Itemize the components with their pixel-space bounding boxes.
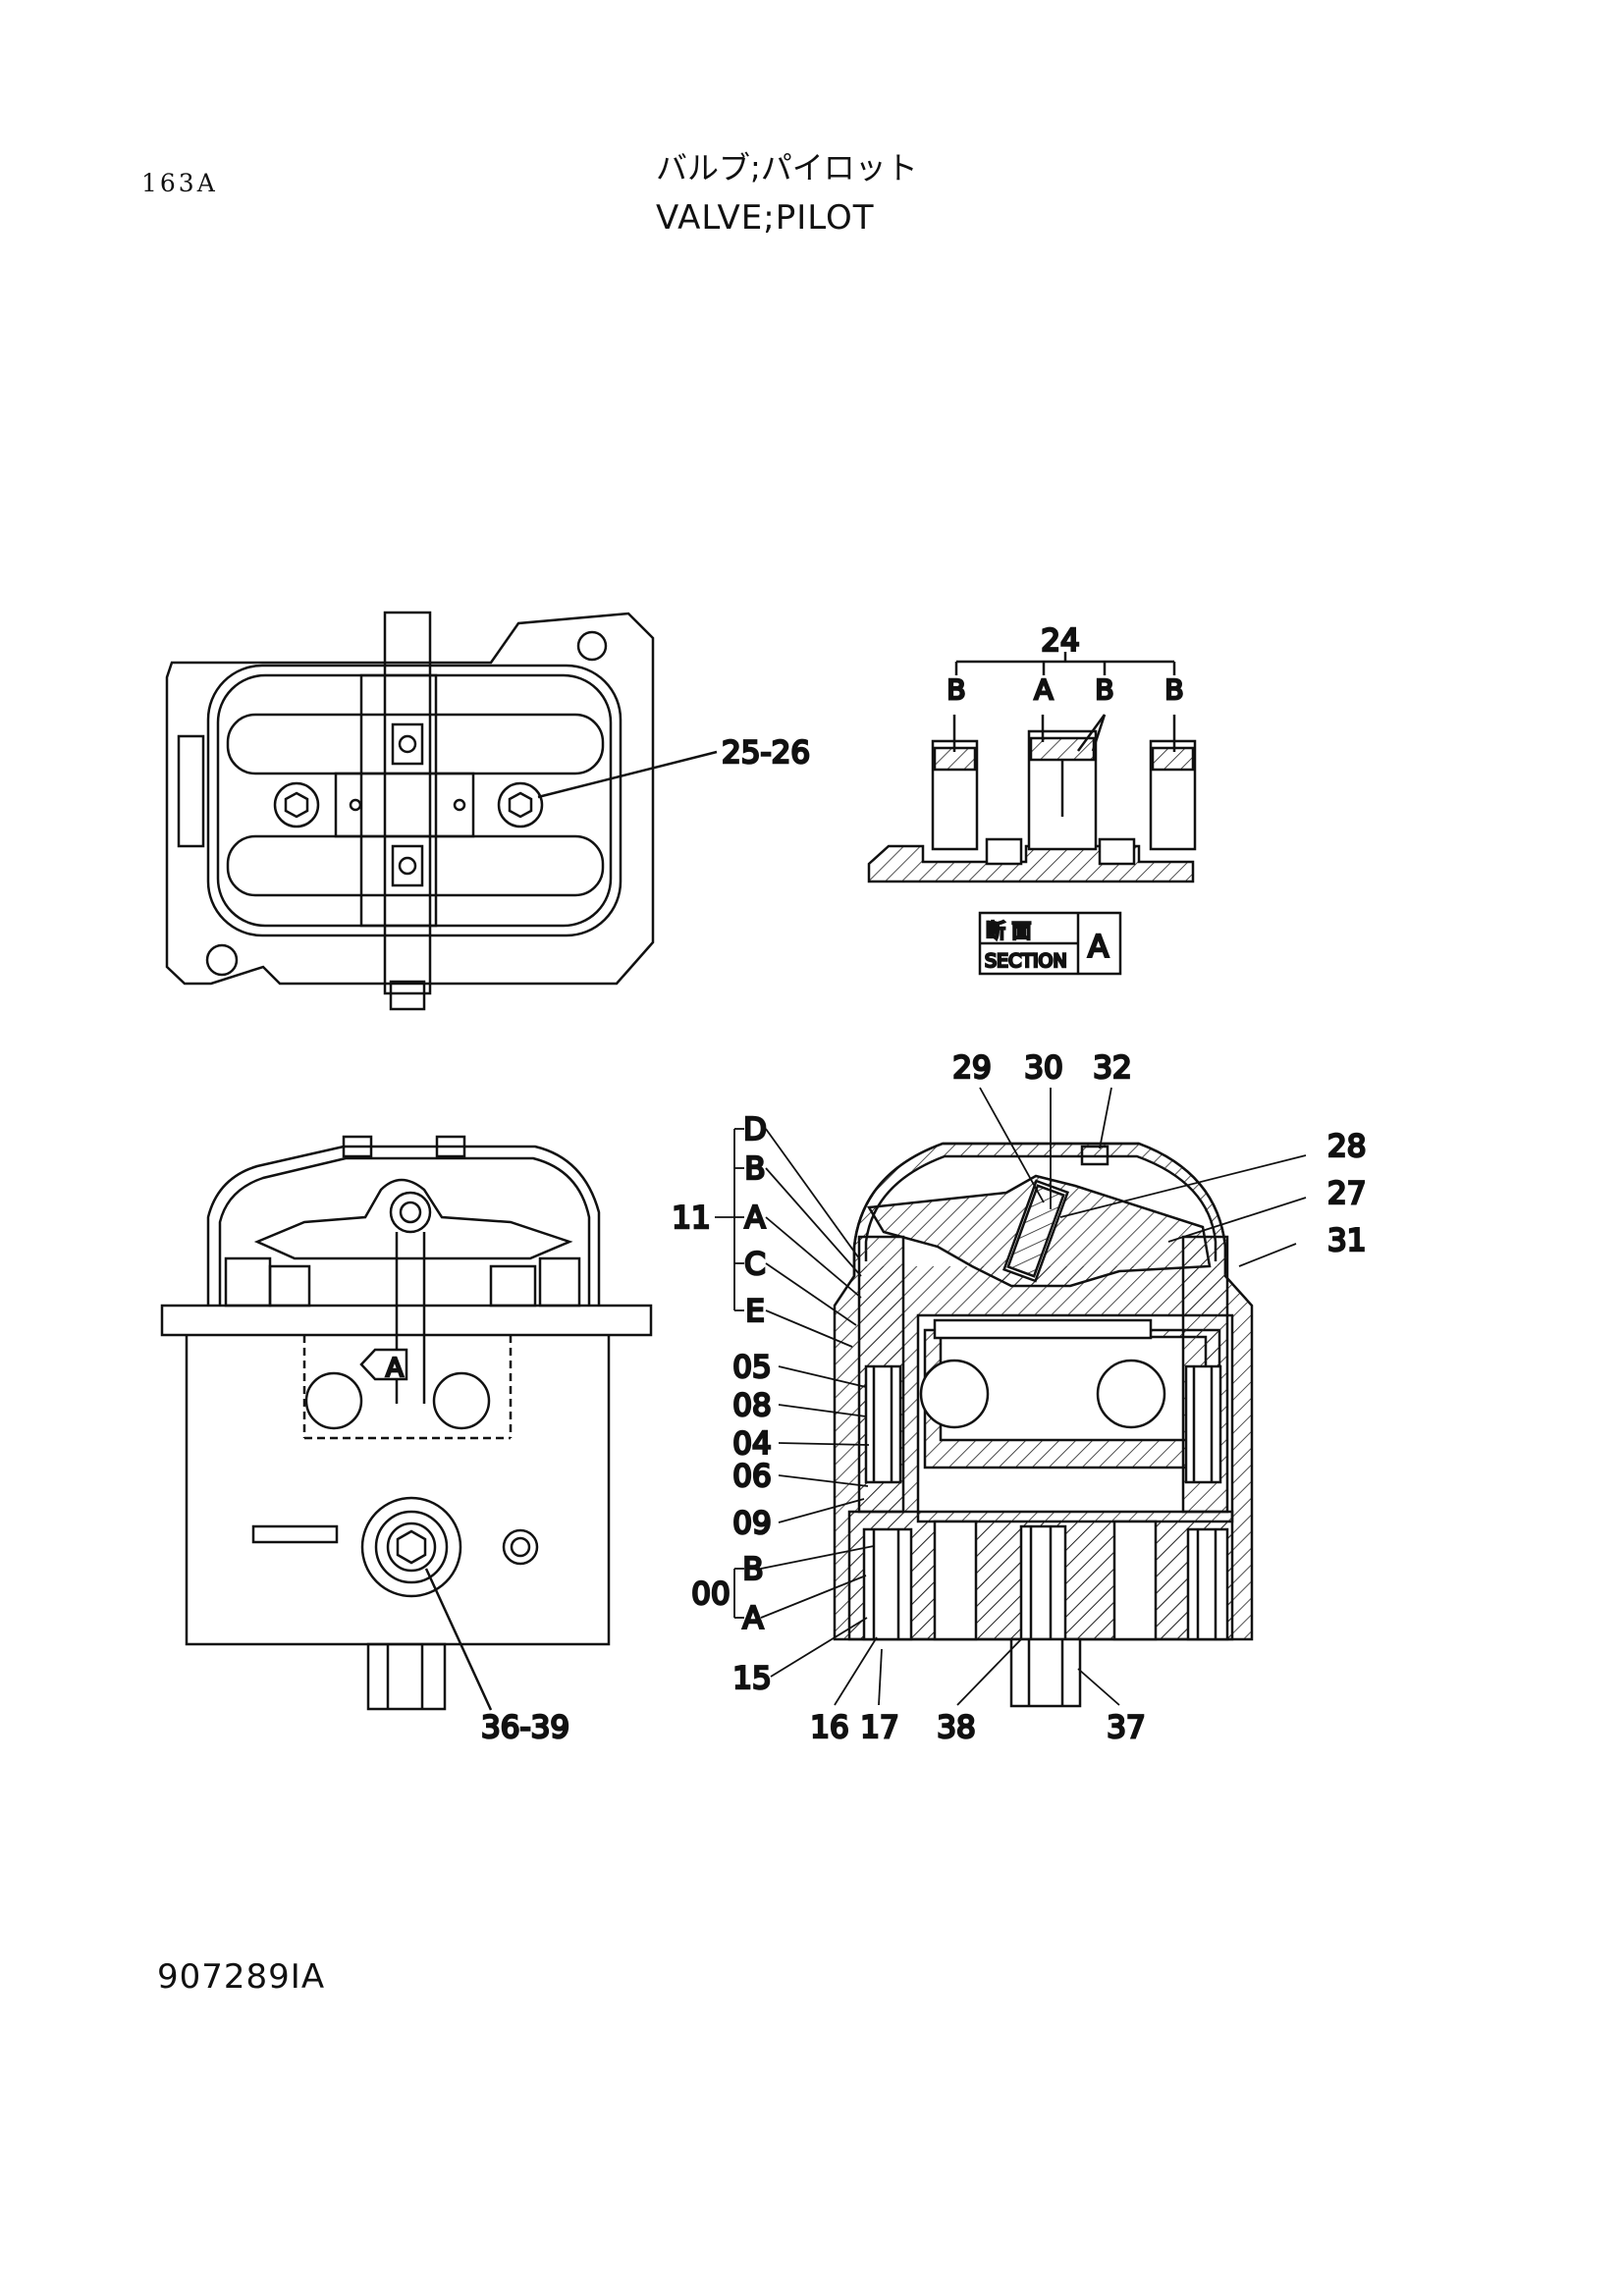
section-marker-a: A bbox=[386, 1354, 404, 1383]
page-title: VALVE;PILOT bbox=[656, 198, 875, 238]
callout-04: 04 bbox=[732, 1426, 771, 1462]
callout-24: 24 bbox=[1041, 623, 1079, 659]
page-code: 163A bbox=[141, 169, 218, 197]
callout-09: 09 bbox=[732, 1506, 771, 1541]
section-label-kanji: 断 面 bbox=[986, 919, 1031, 942]
callout-17: 17 bbox=[860, 1710, 898, 1745]
section-a-view bbox=[867, 652, 1197, 976]
callout-11-a: A bbox=[744, 1201, 765, 1236]
callout-11-c: C bbox=[744, 1247, 766, 1282]
section-label-english: SECTION bbox=[985, 950, 1067, 972]
callout-08: 08 bbox=[732, 1388, 771, 1423]
seal-letter-2: A bbox=[1034, 673, 1053, 706]
seal-letter-4: B bbox=[1164, 673, 1183, 706]
callout-36-39: 36-39 bbox=[481, 1710, 569, 1745]
callout-11-e: E bbox=[745, 1294, 765, 1329]
callout-11-b: B bbox=[744, 1151, 765, 1187]
title-japanese: バルブ;パイロット bbox=[656, 149, 918, 187]
callout-29: 29 bbox=[952, 1050, 991, 1086]
callout-27: 27 bbox=[1327, 1176, 1366, 1211]
callout-38: 38 bbox=[937, 1710, 975, 1745]
section-label-letter: A bbox=[1088, 930, 1109, 965]
callout-28: 28 bbox=[1327, 1129, 1366, 1164]
callout-31: 31 bbox=[1327, 1223, 1366, 1258]
seal-letter-3: B bbox=[1095, 673, 1113, 706]
callout-32: 32 bbox=[1093, 1050, 1131, 1086]
callout-group-00: 00 bbox=[691, 1576, 730, 1612]
callout-11-d: D bbox=[743, 1112, 767, 1148]
document-number: 907289IA bbox=[157, 1957, 326, 1997]
callout-group-11: 11 bbox=[672, 1201, 710, 1236]
callout-15: 15 bbox=[732, 1661, 771, 1696]
callout-00-a: A bbox=[742, 1601, 763, 1636]
cutaway-view bbox=[833, 1142, 1254, 1708]
top-view bbox=[165, 611, 718, 1011]
callout-05: 05 bbox=[732, 1350, 771, 1385]
seal-letter-1: B bbox=[947, 673, 965, 706]
callout-06: 06 bbox=[732, 1459, 771, 1494]
callout-25-26: 25-26 bbox=[722, 735, 810, 771]
callout-37: 37 bbox=[1107, 1710, 1145, 1745]
callout-16: 16 bbox=[810, 1710, 848, 1745]
cutaway-leader-lines bbox=[715, 1087, 1307, 1706]
callout-30: 30 bbox=[1024, 1050, 1062, 1086]
front-view bbox=[160, 1135, 653, 1711]
callout-00-b: B bbox=[742, 1552, 763, 1587]
